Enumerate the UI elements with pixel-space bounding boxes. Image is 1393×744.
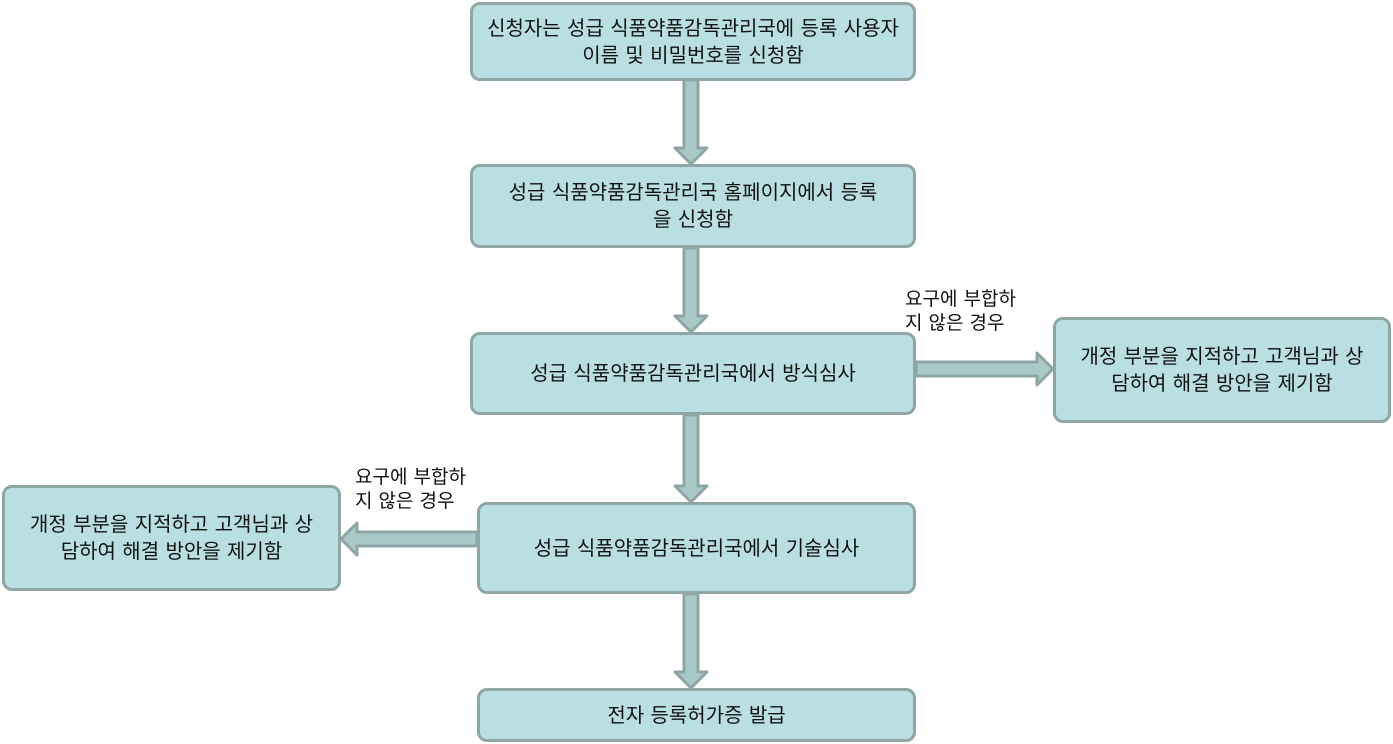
branch-label-left-line2: 지 않은 경우 [355, 490, 455, 512]
side-box-revision-right: 개정 부분을 지적하고 고객님과 상담하여 해결 방안을 제기함 [1053, 317, 1391, 423]
side-box-revision-right-text: 개정 부분을 지적하고 고객님과 상담하여 해결 방안을 제기함 [1080, 344, 1364, 395]
side-box-revision-left: 개정 부분을 지적하고 고객님과 상담하여 해결 방안을 제기함 [2, 485, 341, 591]
side-box-revision-left-text: 개정 부분을 지적하고 고객님과 상담하여 해결 방안을 제기함 [29, 512, 314, 563]
arrow-down-2 [673, 246, 709, 334]
step-apply-account: 신청자는 성급 식품약품감독관리국에 등록 사용자 이름 및 비밀번호를 신청함 [470, 2, 916, 81]
step-online-registration: 성급 식품약품감독관리국 홈페이지에서 등록을 신청함 [470, 164, 916, 248]
arrow-down-3 [673, 413, 709, 504]
arrow-down-1 [673, 78, 709, 166]
step-apply-account-text: 신청자는 성급 식품약품감독관리국에 등록 사용자 이름 및 비밀번호를 신청함 [487, 15, 899, 67]
branch-label-left-line1: 요구에 부합하 [355, 466, 466, 488]
step-formal-review: 성급 식품약품감독관리국에서 방식심사 [470, 332, 916, 415]
branch-label-left: 요구에 부합하 지 않은 경우 [355, 465, 466, 513]
step-technical-review-text: 성급 식품약품감독관리국에서 기술심사 [533, 535, 860, 560]
branch-label-right: 요구에 부합하 지 않은 경우 [905, 287, 1016, 335]
arrow-left-branch [339, 521, 479, 557]
step-online-registration-text: 성급 식품약품감독관리국 홈페이지에서 등록을 신청함 [508, 180, 878, 231]
arrow-down-4 [673, 592, 709, 690]
step-issue-certificate-text: 전자 등록허가증 발급 [607, 702, 786, 727]
step-technical-review: 성급 식품약품감독관리국에서 기술심사 [477, 502, 916, 594]
arrow-right-branch [914, 351, 1055, 387]
step-issue-certificate: 전자 등록허가증 발급 [477, 688, 916, 742]
branch-label-right-line1: 요구에 부합하 [905, 288, 1016, 310]
step-formal-review-text: 성급 식품약품감독관리국에서 방식심사 [530, 361, 856, 385]
branch-label-right-line2: 지 않은 경우 [905, 312, 1005, 334]
